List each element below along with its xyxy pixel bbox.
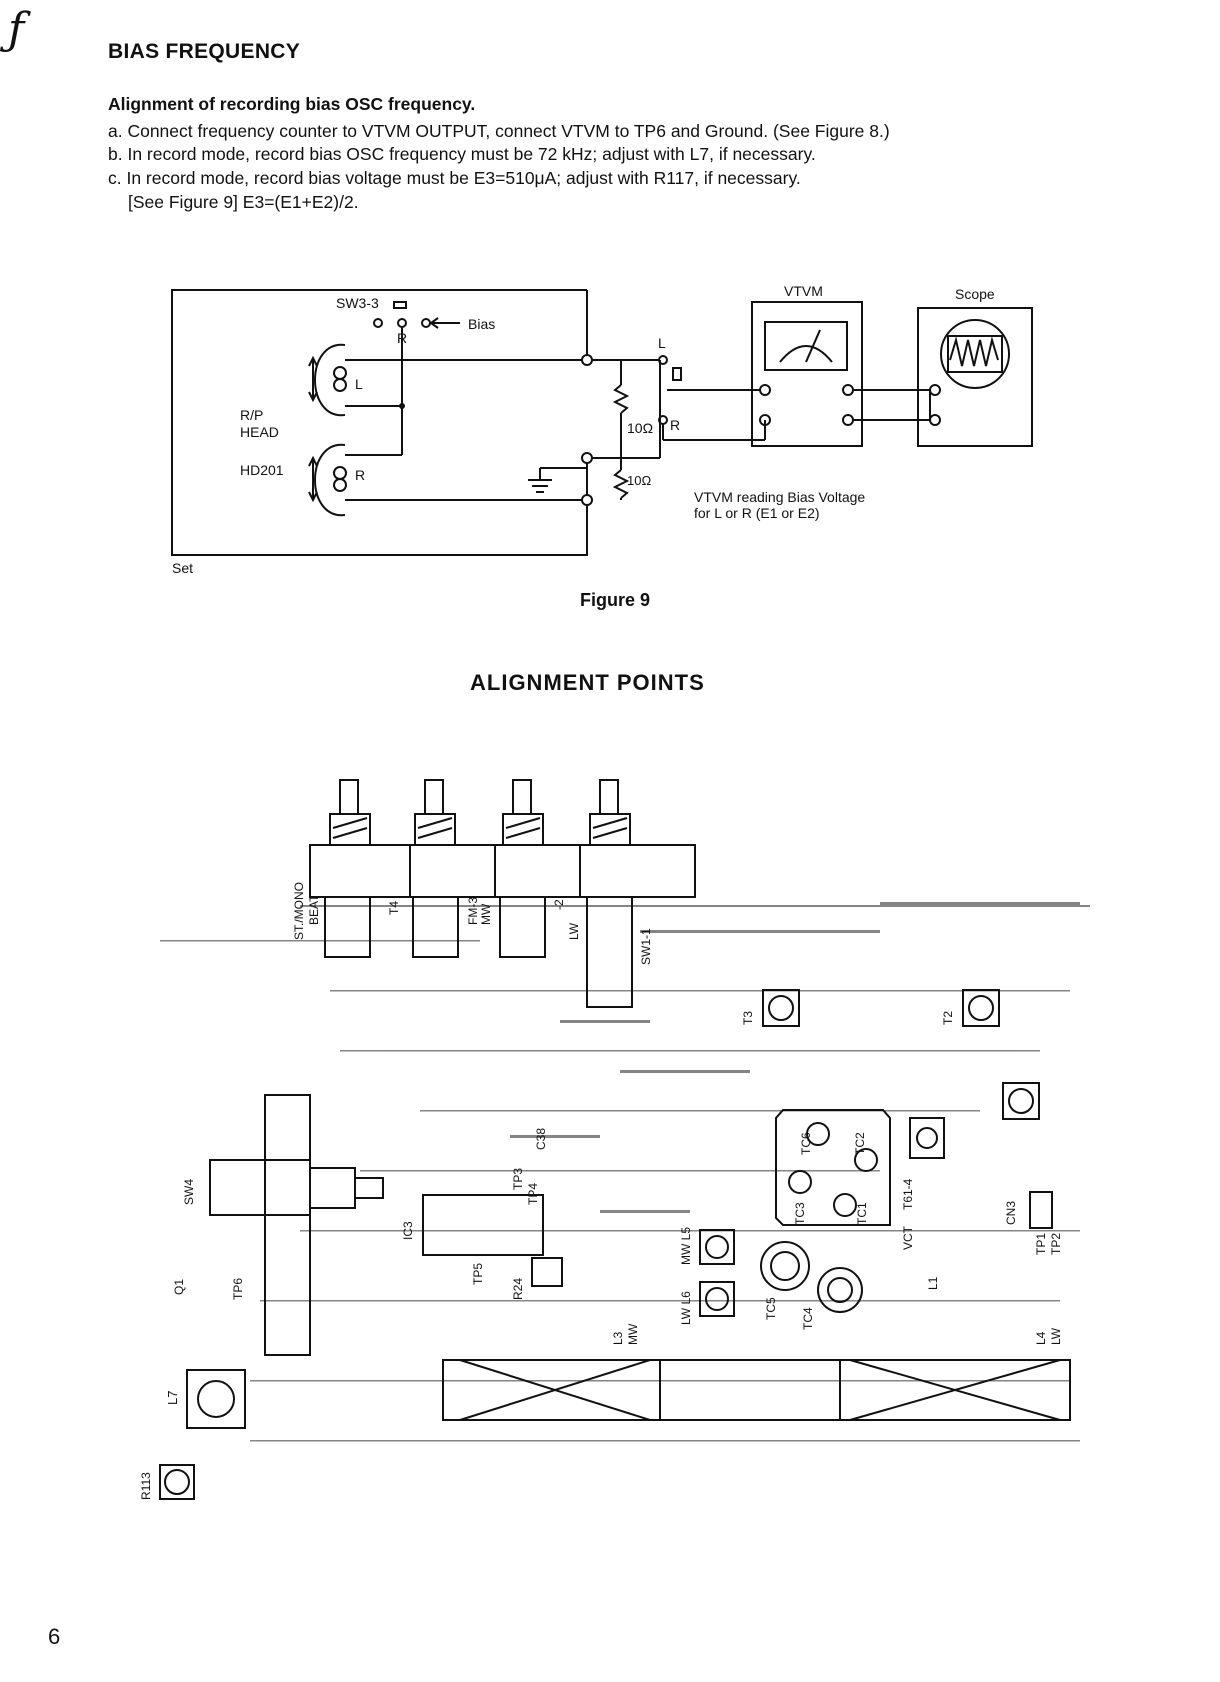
head-r-label: R (355, 467, 365, 483)
pcb-label-tc3: TC3 (793, 1202, 807, 1225)
corner-mark: ƒ (8, 4, 25, 55)
scope-label: Scope (955, 286, 995, 302)
pcb-label-tc5: TC5 (764, 1297, 778, 1320)
vtvm-note-2: for L or R (E1 or E2) (694, 505, 820, 521)
pcb-label-q1: Q1 (172, 1279, 186, 1295)
vtvm-label: VTVM (784, 283, 823, 299)
selector-r-label: R (670, 417, 680, 433)
sw3-3-label: SW3-3 (336, 295, 379, 311)
pcb-label-tp1: TP1 (1034, 1233, 1048, 1255)
head-label-1: R/P (240, 407, 263, 423)
pcb-label-tc4: TC4 (801, 1307, 815, 1330)
pcb-label-tc2: TC2 (853, 1132, 867, 1155)
pcb-label-tp4: TP4 (526, 1183, 540, 1205)
pcb-label-m2: -2 (552, 899, 566, 910)
alignment-points-title: ALIGNMENT POINTS (470, 670, 705, 695)
resistor-r-label: 10Ω (627, 473, 651, 488)
resistor-l-label: 10Ω (627, 420, 653, 436)
pcb-label-sw1: SW1-1 (639, 928, 653, 965)
pcb-label-beat: BEAT (307, 894, 321, 925)
section-subtitle: Alignment of recording bias OSC frequenc… (108, 94, 476, 114)
pcb-label-t2: T2 (941, 1011, 955, 1025)
selector-l-label: L (658, 335, 666, 351)
set-box (171, 289, 588, 556)
pcb-label-lw2: LW (1049, 1327, 1063, 1345)
vtvm-note-1: VTVM reading Bias Voltage (694, 489, 865, 505)
step-b: b. In record mode, record bias OSC frequ… (108, 144, 816, 164)
pcb-label-fm3: FM-3 (466, 897, 480, 925)
switch-r-label: R (397, 330, 407, 346)
step-a: a. Connect frequency counter to VTVM OUT… (108, 121, 890, 141)
pcb-label-mw: MW (479, 903, 493, 925)
pcb-label-mw-l5: MW L5 (679, 1227, 693, 1265)
pcb-label-r24: R24 (511, 1278, 525, 1300)
pcb-label-tp5: TP5 (471, 1263, 485, 1285)
pcb-label-cn3: CN3 (1004, 1201, 1018, 1225)
alignment-pcb-diagram: ST./MONO BEAT T4 FM-3 MW -2 LW SW1-1 T3 … (139, 779, 1090, 1500)
bias-label: Bias (468, 316, 495, 332)
pcb-label-tc1: TC1 (855, 1202, 869, 1225)
pcb-label-l1: L1 (926, 1276, 940, 1290)
pcb-label-t61: T61-4 (901, 1178, 915, 1210)
pcb-label-tp2: TP2 (1049, 1233, 1063, 1255)
pcb-label-t3: T3 (741, 1011, 755, 1025)
set-label: Set (172, 560, 193, 576)
pcb-label-tp3: TP3 (511, 1168, 525, 1190)
pcb-label-tc6: TC6 (799, 1132, 813, 1155)
pcb-label-vct: VCT (901, 1225, 915, 1250)
pcb-label-st-mono: ST./MONO (292, 882, 306, 940)
pcb-label-l4: L4 (1034, 1331, 1048, 1345)
pcb-label-ic3: IC3 (401, 1221, 415, 1240)
head-label-2: HEAD (240, 424, 279, 440)
pcb-label-sw4: SW4 (182, 1179, 196, 1205)
pcb-label-mw2: MW (626, 1323, 640, 1345)
figure-9-diagram: SW3-3 Bias R L R R/P HEAD HD201 10Ω 10Ω … (171, 283, 1033, 576)
step-c-note: [See Figure 9] E3=(E1+E2)/2. (128, 192, 359, 212)
section-title: BIAS FREQUENCY (108, 40, 301, 63)
pcb-label-c38: C38 (534, 1128, 548, 1150)
step-c: c. In record mode, record bias voltage m… (108, 168, 801, 188)
figure-9-caption: Figure 9 (580, 590, 651, 610)
head-id-label: HD201 (240, 462, 284, 478)
pcb-label-t4: T4 (387, 901, 401, 915)
pcb-label-lw: LW (567, 922, 581, 940)
pcb-label-tp6: TP6 (231, 1278, 245, 1300)
page-number: 6 (48, 1624, 61, 1649)
pcb-label-r113: R113 (139, 1472, 153, 1500)
pcb-label-lw-l6: LW L6 (679, 1291, 693, 1325)
head-l-label: L (355, 376, 363, 392)
pcb-label-l7: L7 (165, 1391, 180, 1405)
pcb-label-l3: L3 (611, 1331, 625, 1345)
